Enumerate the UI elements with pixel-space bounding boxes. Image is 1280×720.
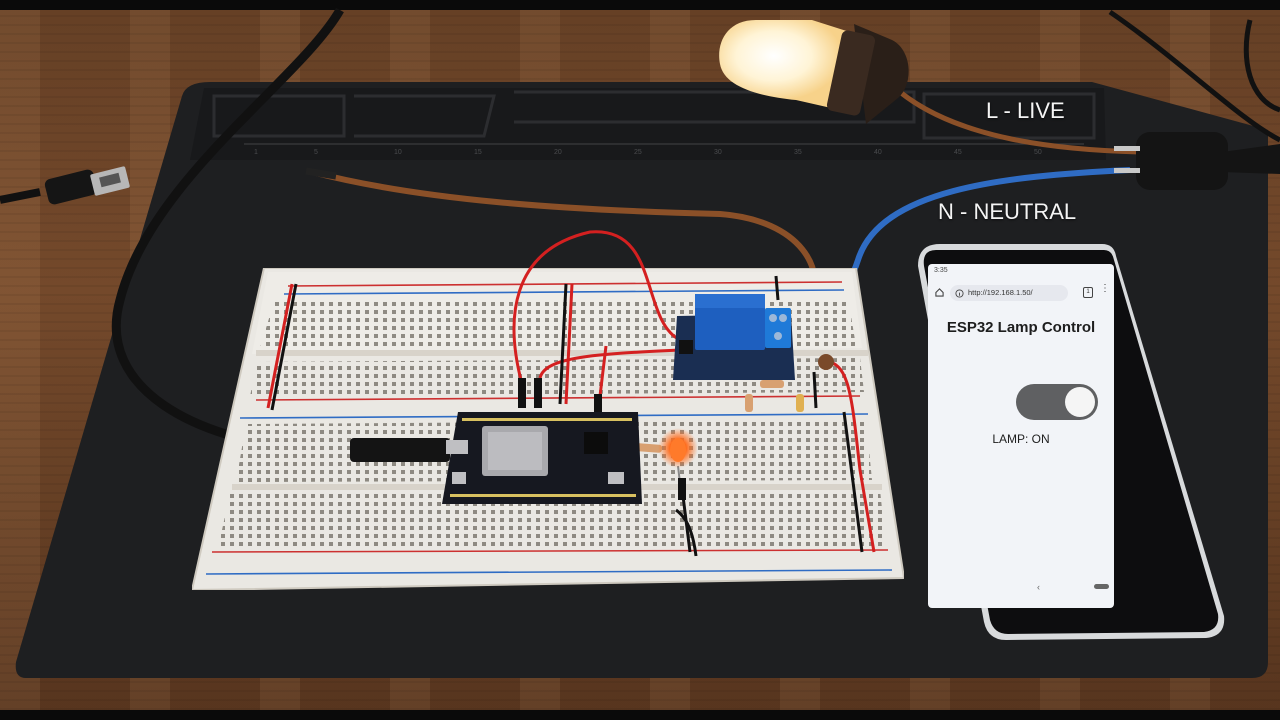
lamp-bulb	[719, 20, 909, 124]
toggle-knob	[1065, 387, 1095, 417]
svg-text:20: 20	[554, 149, 562, 156]
tab-switcher-icon[interactable]: 1	[1083, 287, 1093, 298]
usb-plug-icon	[44, 166, 130, 205]
info-icon[interactable]	[955, 289, 964, 298]
svg-text:1: 1	[254, 149, 258, 156]
menu-dots-icon[interactable]: ⋮	[1100, 283, 1110, 294]
power-plug-icon	[1114, 132, 1280, 190]
nav-home-pill[interactable]	[1094, 584, 1109, 589]
browser-url-bar[interactable]: http://192.168.1.50/ 1 ⋮	[932, 282, 1110, 304]
phone-screen: 3:35 http://192.168.1.50/ 1 ⋮ ESP32 Lamp…	[928, 264, 1114, 608]
live-wire-label: L - LIVE	[986, 98, 1065, 123]
svg-text:5: 5	[314, 149, 318, 156]
svg-text:15: 15	[474, 149, 482, 156]
page-title: ESP32 Lamp Control	[946, 319, 1096, 336]
nav-back-button[interactable]: ‹	[1037, 582, 1040, 592]
svg-text:10: 10	[394, 149, 402, 156]
svg-text:30: 30	[714, 149, 722, 156]
esp32-board	[442, 412, 642, 504]
svg-text:25: 25	[634, 149, 642, 156]
led-indicator	[658, 428, 698, 468]
lamp-status-text: LAMP: ON	[992, 432, 1050, 446]
svg-text:50: 50	[1034, 149, 1042, 156]
svg-text:40: 40	[874, 149, 882, 156]
status-bar: 3:35	[928, 264, 1114, 278]
neutral-wire-label: N - NEUTRAL	[938, 199, 1077, 224]
url-text: http://192.168.1.50/	[968, 288, 1033, 297]
svg-text:35: 35	[794, 149, 802, 156]
home-icon[interactable]	[935, 288, 944, 297]
relay-module	[673, 294, 795, 380]
url-field[interactable]: http://192.168.1.50/	[950, 285, 1068, 301]
svg-text:45: 45	[954, 149, 962, 156]
lamp-toggle-switch[interactable]	[1016, 384, 1098, 420]
status-time: 3:35	[934, 267, 948, 274]
